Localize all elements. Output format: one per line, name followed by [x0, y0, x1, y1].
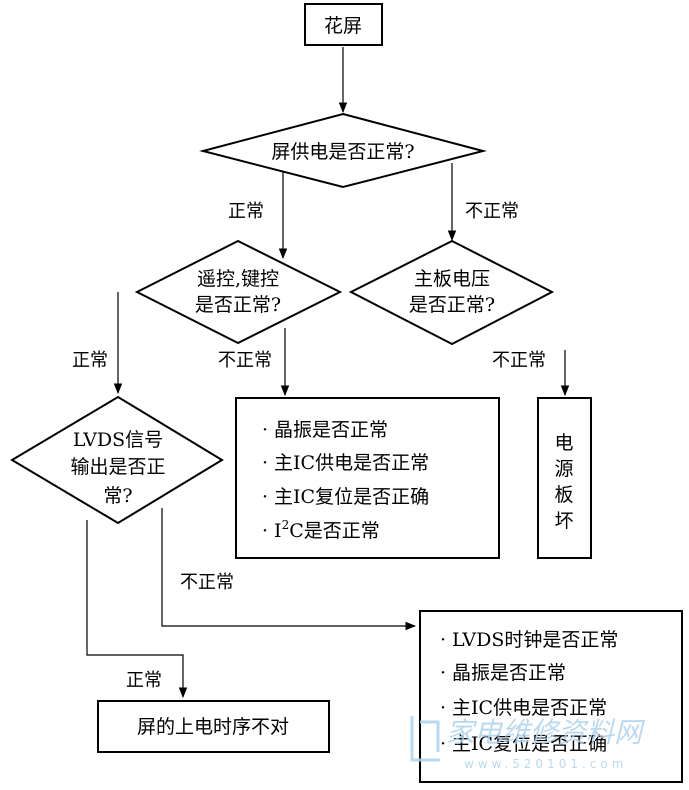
watermark-logo-icon [410, 716, 440, 762]
power-board-char-2: 源 [554, 458, 573, 480]
edge-label-d4-abnormal: 不正常 [180, 572, 234, 593]
edge-label-d1-abnormal: 不正常 [465, 201, 519, 222]
decision-screen-power-label: 屏供电是否正常? [271, 141, 414, 163]
result-box: 屏的上电时序不对 [97, 700, 330, 753]
decision-lvds-line1: LVDS信号 [73, 429, 163, 451]
edge-label-d2-abnormal: 不正常 [218, 350, 272, 371]
power-board-box: 电 源 板 坏 [537, 397, 592, 559]
watermark: 家电维修资料网 www.520101.com [410, 716, 646, 771]
check-box-1-item-3: ·主IC复位是否正确 [262, 486, 429, 508]
arrow-d4-to-result [86, 520, 188, 699]
arrow-d4-to-box2 [161, 508, 417, 631]
decision-screen-power: 屏供电是否正常? [199, 112, 487, 189]
check-box-1-item-2: ·主IC供电是否正常 [262, 452, 429, 474]
power-board-char-3: 板 [554, 484, 573, 506]
decision-lvds-line3: 常? [103, 485, 132, 507]
decision-lvds-signal: LVDS信号 输出是否正 常? [10, 395, 224, 525]
edge-label-d1-normal: 正常 [228, 201, 264, 222]
watermark-text: 家电维修资料网 [446, 716, 646, 749]
decision-mainboard-voltage: 主板电压 是否正常? [348, 239, 555, 346]
edge-label-d3-abnormal: 不正常 [492, 350, 546, 371]
decision-remote-keys-line2: 是否正常? [195, 294, 281, 316]
check-box-1-item-1: ·晶振是否正常 [262, 419, 388, 441]
decision-lvds-line2: 输出是否正 [70, 456, 165, 478]
check-box-2: ·LVDS时钟是否正常 ·晶振是否正常 ·主IC供电是否正常 ·主IC复位是否正… [419, 610, 683, 783]
watermark-url: www.520101.com [464, 757, 627, 771]
edge-label-d4-normal: 正常 [126, 670, 162, 691]
check-box-1: ·晶振是否正常 ·主IC供电是否正常 ·主IC复位是否正确 ·I2C是否正常 [235, 397, 500, 559]
check-box-1-item-4: ·I2C是否正常 [262, 518, 380, 542]
connector-lines [86, 47, 570, 699]
start-label: 花屏 [324, 15, 362, 37]
decision-remote-keys: 遥控,键控 是否正常? [134, 239, 343, 345]
decision-remote-keys-line1: 遥控,键控 [197, 268, 279, 290]
result-box-label: 屏的上电时序不对 [137, 716, 289, 738]
decision-mainboard-voltage-line2: 是否正常? [409, 294, 495, 316]
power-board-char-4: 坏 [554, 510, 573, 532]
check-box-2-item-3: ·主IC供电是否正常 [440, 697, 607, 719]
edge-labels: 正常 不正常 正常 不正常 不正常 不正常 正常 [72, 201, 546, 691]
power-board-char-1: 电 [554, 432, 573, 454]
check-box-2-item-4: ·主IC复位是否正确 [440, 733, 607, 755]
start-node: 花屏 [304, 3, 383, 46]
decision-mainboard-voltage-line1: 主板电压 [414, 268, 490, 290]
edge-label-d2-normal: 正常 [72, 350, 108, 371]
check-box-2-item-2: ·晶振是否正常 [440, 662, 566, 684]
check-box-2-item-1: ·LVDS时钟是否正常 [440, 629, 618, 651]
